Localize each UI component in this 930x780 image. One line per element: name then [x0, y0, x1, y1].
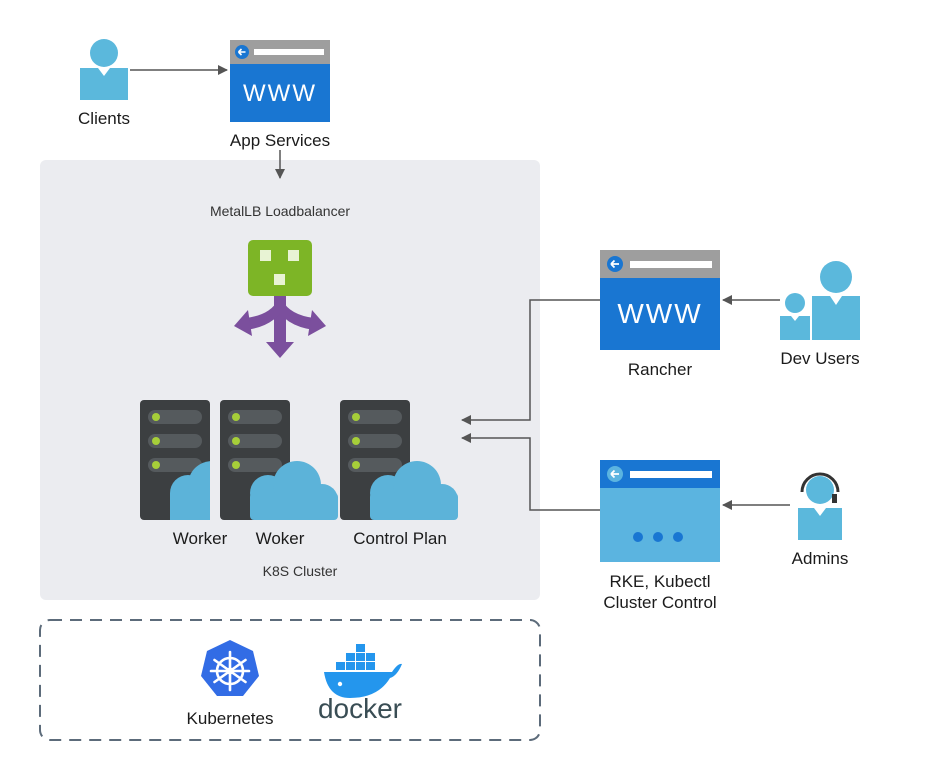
- server-cloud-icon: [220, 400, 338, 520]
- www-browser-icon: WWW: [230, 40, 330, 122]
- user-group-icon: [780, 261, 860, 340]
- cluster-control-label: RKE, Kubectl Cluster Control: [603, 572, 717, 612]
- loadbalancer-label: MetalLB Loadbalancer: [209, 203, 351, 219]
- support-user-icon: [798, 472, 842, 540]
- woker-label: Woker: [255, 529, 305, 548]
- worker-label: Worker: [172, 529, 228, 548]
- server-cloud-icon: [140, 400, 210, 520]
- kubernetes-label: Kubernetes: [186, 709, 274, 728]
- rancher-www-text: WWW: [617, 298, 702, 329]
- app-services-www-text: WWW: [243, 80, 317, 107]
- www-browser-icon: WWW: [600, 250, 720, 350]
- clients-label: Clients: [78, 109, 130, 128]
- k8s-cluster-label: K8S Cluster: [262, 563, 338, 579]
- dev-users-label: Dev Users: [780, 349, 860, 368]
- rancher-label: Rancher: [627, 360, 693, 379]
- loadbalancer-icon: [234, 240, 326, 358]
- kubernetes-helm-icon: [201, 640, 259, 696]
- connector-cluster-control-cluster: [461, 433, 600, 511]
- admins-label: Admins: [791, 549, 849, 568]
- connector-rancher-cluster: [461, 299, 600, 425]
- user-icon: [80, 39, 128, 100]
- server-cloud-icon: [340, 400, 458, 520]
- docker-whale-icon: docker: [318, 644, 402, 724]
- docker-label: docker: [318, 693, 402, 724]
- browser-dots-icon: [600, 460, 720, 562]
- control-plan-label: Control Plan: [353, 529, 447, 548]
- platform-container: [39, 619, 541, 741]
- app-services-label: App Services: [229, 131, 331, 150]
